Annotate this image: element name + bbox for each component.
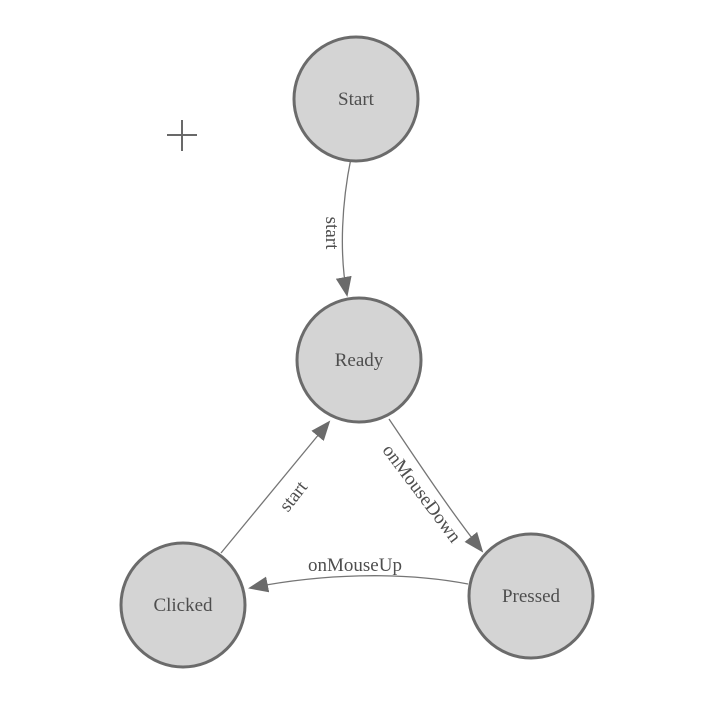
state-node-pressed-label: Pressed	[502, 586, 561, 607]
edge-label-onmousedown: onMouseDown	[378, 441, 466, 548]
edge-pressed-to-clicked[interactable]: onMouseUp	[248, 555, 469, 593]
edge-ready-to-pressed[interactable]: onMouseDown	[378, 418, 484, 553]
edge-label-onmouseup: onMouseUp	[308, 555, 402, 576]
state-node-clicked[interactable]: Clicked	[119, 541, 247, 669]
edge-clicked-to-ready[interactable]: start	[220, 420, 331, 554]
edge-start-to-ready[interactable]: start	[321, 157, 352, 297]
state-node-start-label: Start	[338, 89, 375, 110]
state-node-pressed[interactable]: Pressed	[467, 532, 595, 660]
crosshair-plus-icon	[167, 120, 197, 151]
state-node-ready-label: Ready	[335, 350, 384, 371]
state-node-start[interactable]: Start	[292, 35, 420, 163]
state-node-ready[interactable]: Ready	[295, 296, 423, 424]
edge-label-start-1: start	[321, 217, 342, 250]
edge-label-start-2: start	[275, 477, 312, 516]
state-node-clicked-label: Clicked	[153, 595, 213, 616]
